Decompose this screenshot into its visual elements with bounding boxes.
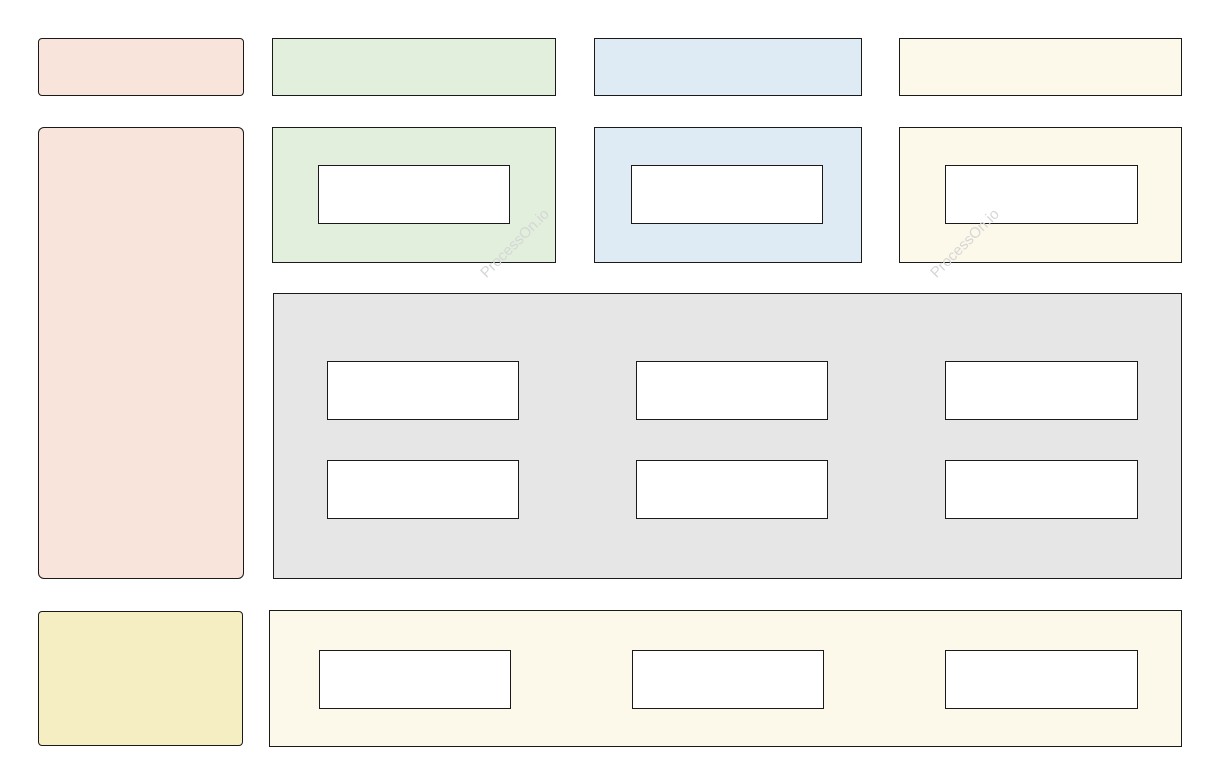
cream-panel-inner-box (945, 165, 1138, 224)
gray-main-panel (273, 293, 1182, 579)
bottom-cream-panel (269, 610, 1182, 747)
bottom-panel-box-1 (319, 650, 511, 709)
gray-panel-box-r2c2 (636, 460, 828, 519)
blue-panel-inner-box (631, 165, 823, 224)
gray-panel-box-r2c1 (327, 460, 519, 519)
top-green-box (272, 38, 556, 96)
gray-panel-box-r1c2 (636, 361, 828, 420)
top-cream-box (899, 38, 1182, 96)
top-left-peach-box (38, 38, 244, 96)
bottom-left-yellow-box (38, 611, 243, 746)
green-panel-inner-box (318, 165, 510, 224)
blue-panel (594, 127, 862, 263)
green-panel (272, 127, 556, 263)
gray-panel-box-r1c1 (327, 361, 519, 420)
bottom-panel-box-3 (945, 650, 1138, 709)
top-blue-box (594, 38, 862, 96)
left-sidebar-peach-panel (38, 127, 244, 579)
gray-panel-box-r2c3 (945, 460, 1138, 519)
gray-panel-box-r1c3 (945, 361, 1138, 420)
bottom-panel-box-2 (632, 650, 824, 709)
cream-panel (899, 127, 1182, 263)
